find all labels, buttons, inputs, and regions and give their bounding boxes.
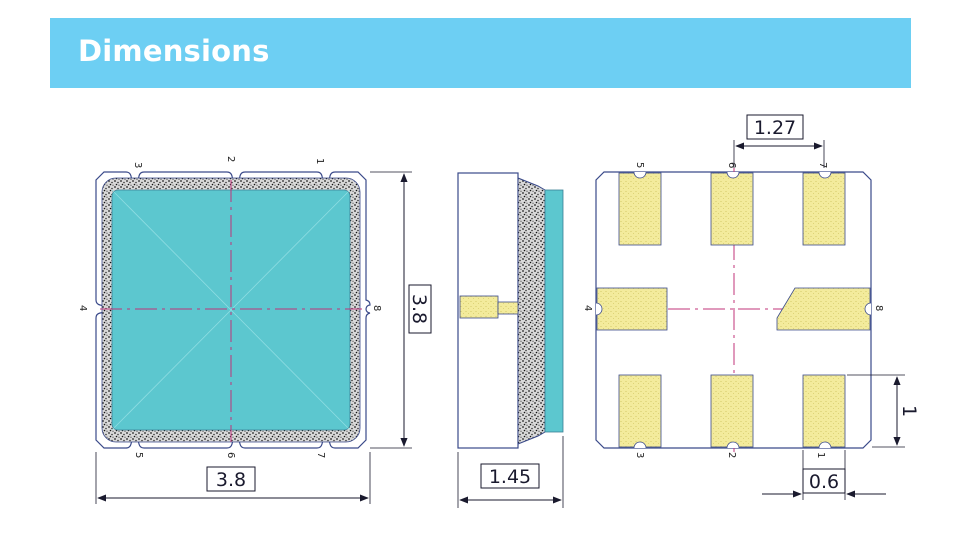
pad: [710, 374, 754, 448]
pin-label: 6: [225, 452, 236, 458]
pad: [776, 287, 871, 331]
width-value: 3.8: [216, 469, 246, 491]
lid-diagonal: [111, 189, 351, 431]
pin-label: 2: [225, 156, 236, 162]
bottom-view: 5 6 7 4 8 3 2 1 1.27 1 0.6: [582, 114, 920, 500]
pin-label: 4: [77, 305, 88, 311]
pin-label: 1: [314, 158, 325, 164]
height-value: 3.8: [408, 294, 430, 324]
pin-label: 2: [726, 452, 737, 458]
pin-label: 7: [315, 452, 326, 458]
side-pad: [459, 295, 499, 319]
pin-label: 7: [817, 162, 828, 168]
pad: [618, 374, 662, 448]
pin-label: 6: [726, 162, 737, 168]
pad-width-value: 0.6: [809, 471, 839, 493]
pad: [710, 172, 754, 246]
section-title: Dimensions: [78, 34, 270, 68]
pin-label: 5: [133, 452, 144, 458]
pin-label: 4: [582, 305, 593, 311]
pad: [618, 172, 662, 246]
pad: [802, 172, 846, 246]
side-view: 1.45: [457, 172, 564, 508]
pin-label: 8: [371, 305, 382, 311]
pad: [596, 287, 668, 331]
pin-label: 3: [634, 452, 645, 458]
side-seal: [517, 177, 546, 445]
pad-length-value: 1: [898, 405, 920, 417]
thickness-value: 1.45: [489, 466, 531, 488]
pin-label: 3: [132, 162, 143, 168]
side-lid: [544, 189, 564, 433]
pin-label: 1: [815, 452, 826, 458]
pad: [802, 374, 846, 448]
top-view: 3 2 1 4 8 5 6 7 3.8 3.8: [77, 156, 432, 504]
pin-label: 5: [634, 162, 645, 168]
pin-label: 8: [873, 305, 884, 311]
pitch-value: 1.27: [754, 117, 796, 139]
section-header: Dimensions: [50, 18, 911, 88]
